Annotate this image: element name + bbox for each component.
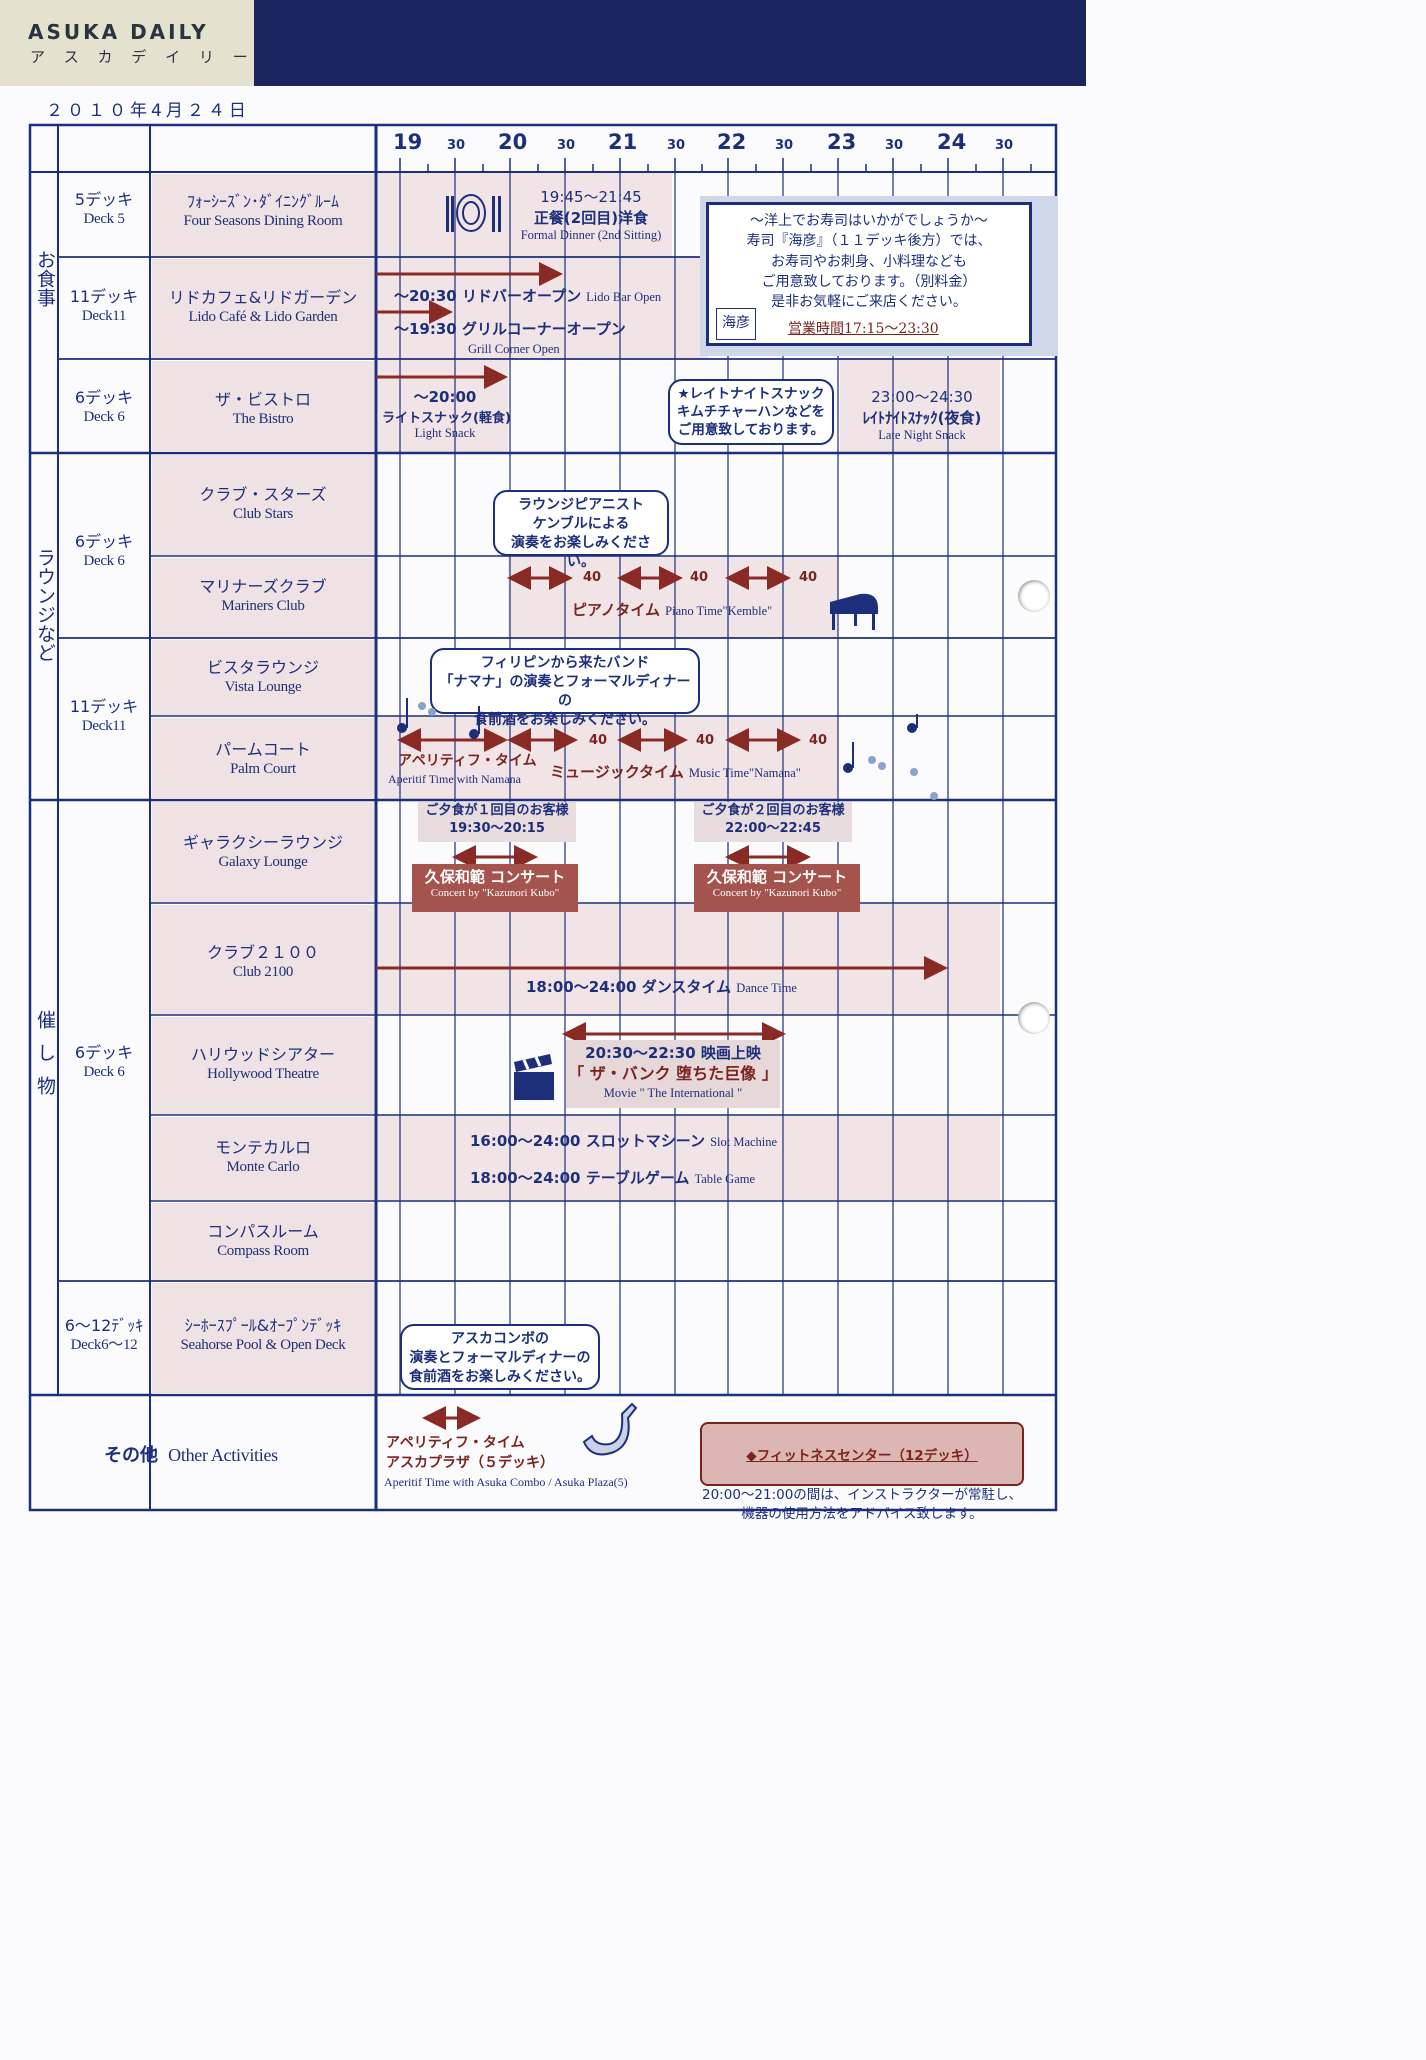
shade-club2100 — [378, 903, 1000, 1015]
slot-machine: 16:00～24:00 スロットマシーン Slot Machine — [470, 1132, 778, 1150]
hour-22-30: 30 — [775, 138, 794, 153]
shade-late-snack — [840, 359, 1000, 453]
piano-duration-3: 40 — [799, 570, 818, 585]
category-lounge: ラウンジなど — [34, 548, 56, 662]
music-duration-3: 40 — [809, 733, 828, 748]
binder-hole — [1018, 580, 1050, 612]
brand-kana: ア ス カ デ イ リ ー — [30, 48, 255, 66]
grill-open-en: Grill Corner Open — [468, 342, 560, 356]
late-snack-callout: ★レイトナイトスナック キムチチャーハンなどを ご用意致しております。 — [668, 379, 834, 445]
fitness-center: ◆フィットネスセンター（12デッキ） 20:00～21:00の間は、インストラク… — [700, 1422, 1024, 1522]
music-time: ミュージックタイム Music Time"Namana" — [550, 763, 801, 781]
music-duration-2: 40 — [696, 733, 715, 748]
music-notes-right-icon — [843, 714, 938, 800]
hour-23: 23 — [827, 130, 857, 154]
shade-monte — [378, 1115, 1000, 1201]
header-band — [254, 0, 1086, 86]
lido-bar-open: ～20:30 リドバーオープン Lido Bar Open — [394, 287, 662, 305]
aperitif-combo-venue: アスカプラザ（５デッキ） — [386, 1455, 554, 1471]
hour-20-30: 30 — [557, 138, 576, 153]
band-callout: フィリピンから来たバンド 「ナマナ」の演奏とフォーマルディナーの 食前酒をお楽し… — [430, 648, 700, 728]
category-dining: お食事 — [34, 250, 56, 307]
dinner-second-sitting: ご夕食が２回目のお客様 22:00～22:45 — [694, 802, 852, 842]
saxophone-icon — [582, 1402, 638, 1456]
hour-23-30: 30 — [885, 138, 904, 153]
music-duration-1: 40 — [589, 733, 608, 748]
formal-dinner: 19:45～21:45 正餐(2回目)洋食 Formal Dinner (2nd… — [520, 188, 662, 242]
clapperboard-icon — [514, 1054, 554, 1100]
sushi-promo: ～洋上でお寿司はいかがでしょうか～ 寿司『海彦』（１１デッキ後方）では、 お寿司… — [706, 202, 1032, 346]
header-brand-panel — [0, 0, 254, 86]
venue-other: その他 Other Activities — [104, 1445, 278, 1466]
piano-callout: ラウンジピアニスト ケンブルによる 演奏をお楽しみください。 — [493, 490, 669, 570]
dinner-first-sitting: ご夕食が１回目のお客様 19:30～20:15 — [418, 802, 576, 842]
sushi-hours: 営業時間17:15～23:30 — [788, 321, 939, 337]
grill-open: ～19:30 グリルコーナーオープン — [394, 320, 626, 338]
piano-duration-2: 40 — [690, 570, 709, 585]
combo-callout: アスカコンボの 演奏とフォーマルディナーの 食前酒をお楽しみください。 — [400, 1324, 600, 1390]
aperitif-namana-en: Aperitif Time with Namana — [388, 772, 521, 786]
hour-19-30: 30 — [447, 138, 466, 153]
hour-24: 24 — [937, 130, 967, 154]
movie-screening: 20:30～22:30 映画上映 「 ザ・バンク 堕ちた巨像 」 Movie "… — [566, 1040, 780, 1108]
aperitif-namana: アペリティフ・タイム — [398, 753, 537, 769]
dining-plate-icon — [446, 194, 501, 232]
category-events: 催し物 — [34, 1010, 56, 1109]
hour-21: 21 — [608, 130, 638, 154]
hour-20: 20 — [498, 130, 528, 154]
sushi-logo: 海彦 — [716, 308, 756, 340]
dance-time: 18:00～24:00 ダンスタイム Dance Time — [526, 978, 797, 996]
schedule-grid — [28, 123, 1058, 1512]
binder-hole — [1018, 1002, 1050, 1034]
music-notes-icon — [397, 698, 480, 739]
piano-icon — [830, 593, 878, 630]
brand-title: ASUKA DAILY — [28, 20, 209, 44]
late-snack: 23:00～24:30 ﾚｲﾄﾅｲﾄｽﾅｯｸ(夜食) Late Night Sn… — [862, 388, 982, 442]
light-snack: ～20:00 ライトスナック(軽食) Light Snack — [382, 388, 511, 440]
table-game: 18:00～24:00 テーブルゲーム Table Game — [470, 1169, 756, 1187]
aperitif-combo: アペリティフ・タイム — [386, 1435, 525, 1451]
hour-19: 19 — [393, 130, 423, 154]
schedule-date: ２０１０年4月２４日 — [46, 101, 250, 121]
piano-time: ピアノタイム Piano Time"Kemble" — [572, 601, 773, 619]
hour-21-30: 30 — [667, 138, 686, 153]
shade-formal-dinner — [508, 172, 672, 257]
piano-duration-1: 40 — [583, 570, 602, 585]
hour-24-30: 30 — [995, 138, 1014, 153]
aperitif-combo-en: Aperitif Time with Asuka Combo / Asuka P… — [384, 1475, 628, 1489]
hour-22: 22 — [717, 130, 747, 154]
